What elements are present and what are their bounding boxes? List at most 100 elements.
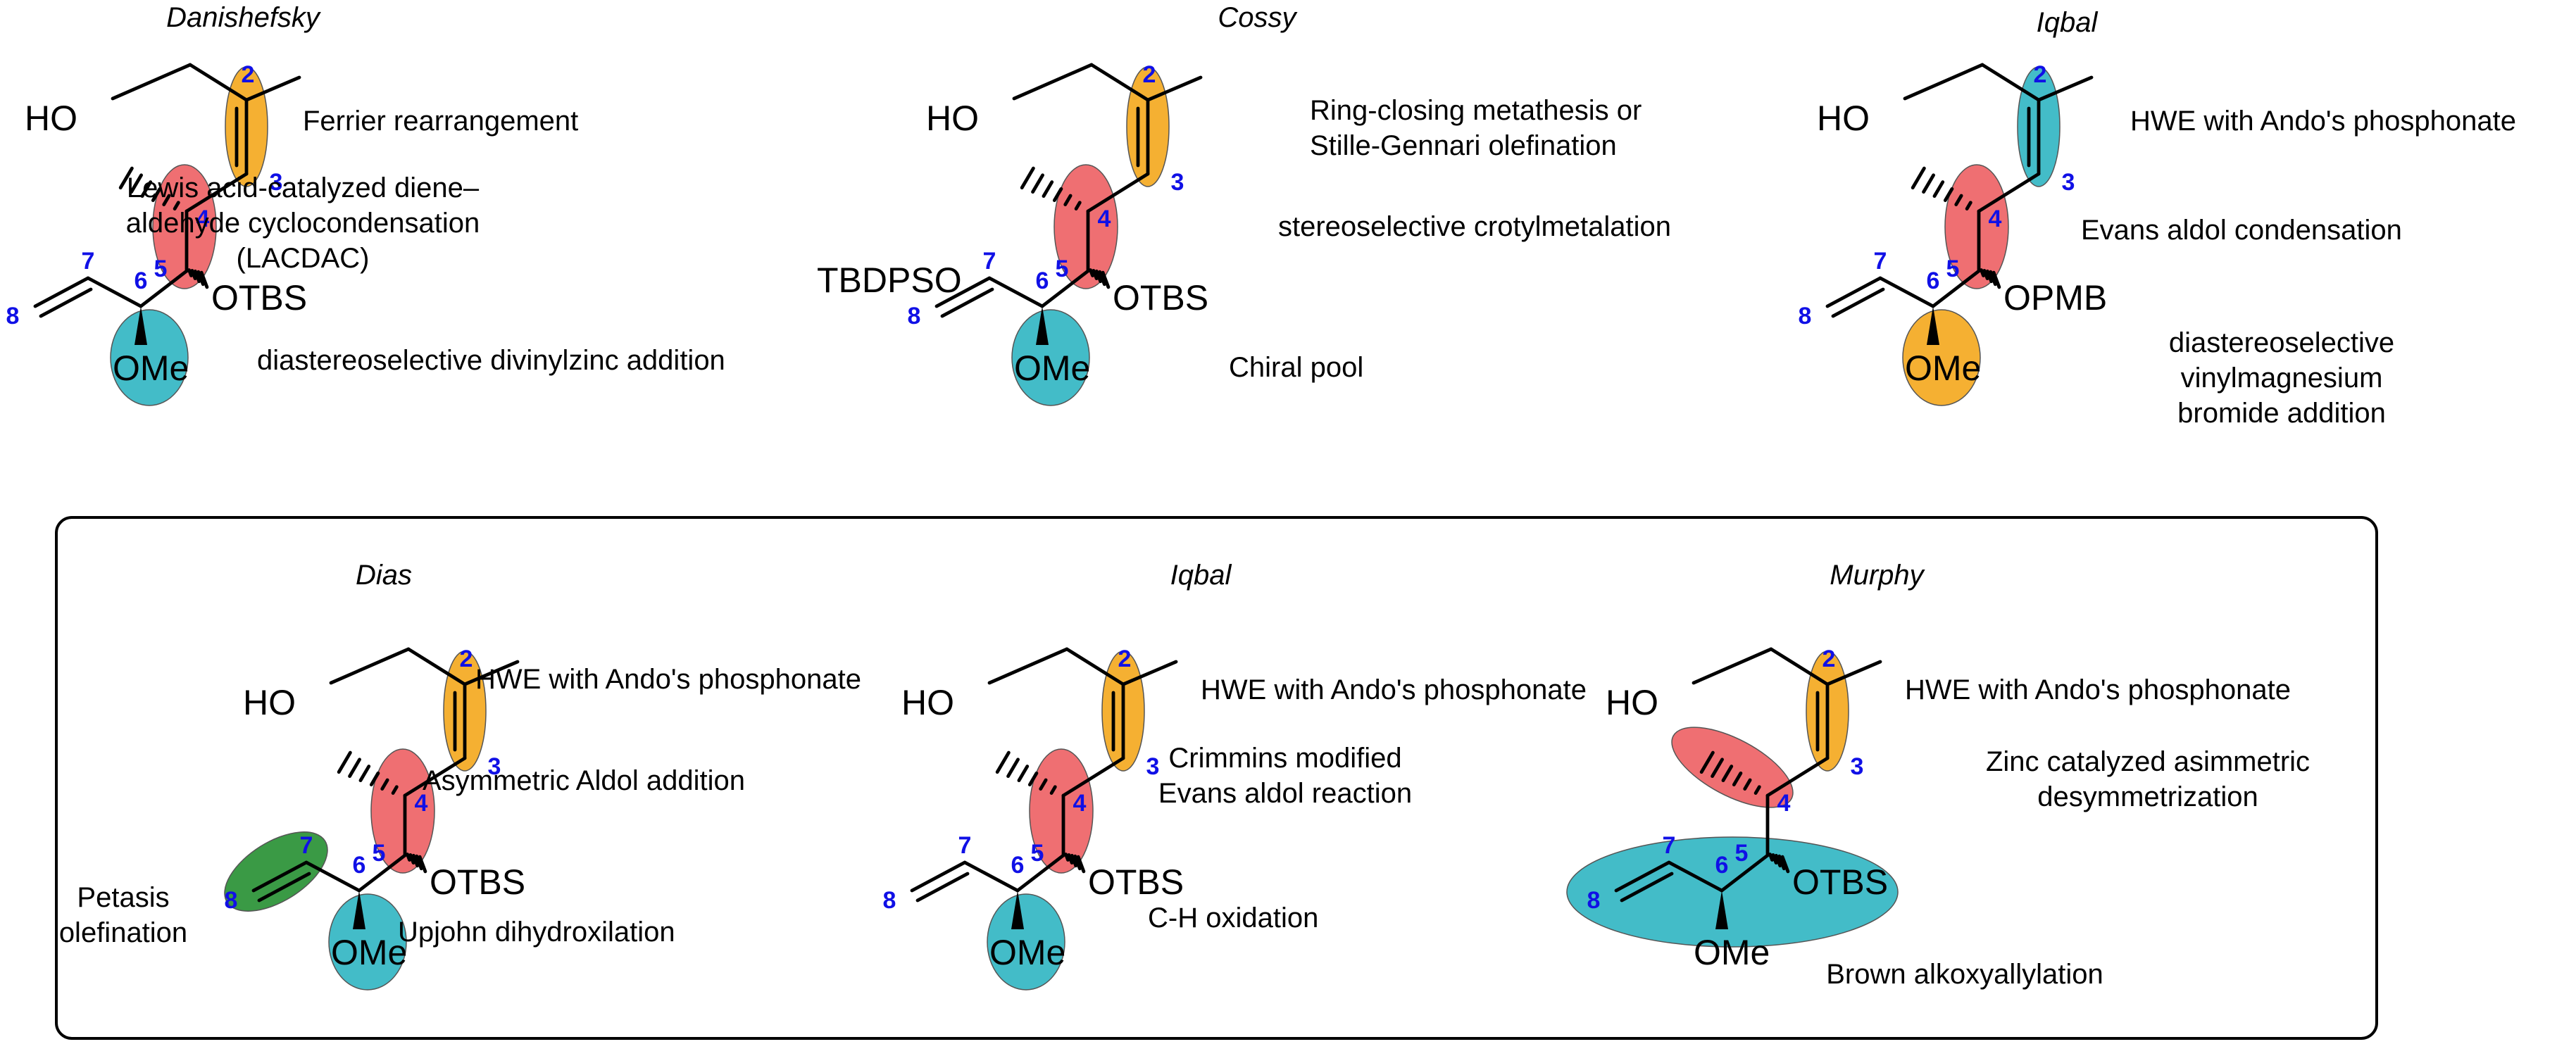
silyl-ether-label: OTBS [211, 278, 307, 318]
method-note: Ring-closing metathesis or [1310, 95, 1642, 126]
hydroxyl-label: HO [901, 683, 954, 722]
hash-oxygen-stroke [1089, 268, 1094, 277]
atom-number: 5 [1056, 256, 1069, 282]
methoxy-label: OMe [1694, 933, 1770, 972]
bond-c2-methyl [1121, 660, 1178, 686]
bond-c7-c8-double [1620, 872, 1674, 903]
method-note: Asymmetric Aldol addition [423, 765, 745, 796]
bond-ch2-c2 [1769, 647, 1830, 686]
atom-number: 5 [1735, 840, 1749, 867]
hydroxyl-label: HO [926, 99, 979, 138]
atom-number: 6 [353, 852, 366, 879]
hash-methyl-stroke [1027, 771, 1039, 786]
bond-c3-c4 [1086, 172, 1150, 213]
hash-methyl-stroke [1711, 758, 1724, 779]
atom-number: 4 [1098, 206, 1111, 232]
wedge-bond-methoxy [1715, 891, 1728, 929]
bond-c6-c7 [963, 860, 1020, 893]
method-note: Lewis acid-catalyzed diene– [127, 172, 480, 203]
hash-methyl-stroke [358, 765, 371, 783]
bond-c5-c6 [139, 269, 189, 308]
bond-c5-c6 [1931, 269, 1981, 308]
method-note: HWE with Ando's phosphonate [1201, 674, 1587, 705]
bond-c7-c8 [1825, 276, 1882, 308]
atom-number: 3 [1171, 169, 1184, 196]
wedge-bond-methoxy [1036, 306, 1049, 345]
atom-number: 5 [154, 256, 168, 282]
hash-methyl-stroke [1965, 201, 1972, 210]
author-label: Dias [356, 560, 412, 591]
hash-oxygen-stroke [1098, 270, 1106, 287]
hash-oxygen-stroke [1780, 855, 1790, 874]
hash-methyl-stroke [1911, 166, 1926, 190]
bond-o-ch2 [1692, 647, 1773, 685]
hash-methyl-stroke [1732, 771, 1743, 786]
method-note: olefination [59, 917, 187, 948]
method-note: Brown alkoxyallylation [1826, 959, 2103, 990]
atom-number: 8 [908, 303, 921, 329]
hash-oxygen-stroke [1076, 855, 1086, 874]
atom-number: 3 [270, 169, 283, 196]
bond-c3-c4 [1977, 172, 2041, 213]
method-note: desymmetrization [2037, 781, 2258, 812]
hash-methyl-stroke [337, 750, 352, 774]
atom-number: 5 [1946, 256, 1960, 282]
hash-oxygen-stroke [1101, 270, 1111, 289]
atom-number: 8 [225, 887, 238, 914]
hash-methyl-stroke [1743, 778, 1752, 791]
silyl-ether-label: OTBS [1088, 862, 1184, 902]
atom-number: 3 [2062, 169, 2075, 196]
hash-oxygen-stroke [1982, 268, 1989, 281]
wedge-bond-methoxy [1927, 306, 1939, 345]
atom-number: 2 [2034, 61, 2047, 88]
hash-methyl-stroke [1049, 785, 1057, 795]
hash-methyl-stroke [140, 180, 153, 199]
method-note: Ferrier rearrangement [303, 106, 578, 137]
hash-methyl-stroke [391, 785, 399, 795]
atom-number: 8 [1799, 303, 1812, 329]
hash-oxygen-stroke [1771, 853, 1778, 865]
atom-number: 6 [1036, 268, 1049, 294]
methoxy-label: OMe [989, 933, 1065, 972]
bond-c5-c6 [1015, 853, 1065, 893]
bond-c3-c4 [185, 172, 249, 213]
wedge-bond-methoxy [135, 306, 147, 345]
hash-methyl-stroke [173, 201, 180, 210]
bond-o-ch2 [329, 647, 411, 685]
hash-methyl-stroke [1020, 166, 1035, 190]
method-note: (LACDAC) [237, 243, 370, 274]
bond-c7-c8 [1614, 860, 1671, 893]
silyl-ether-label: OPMB [2003, 278, 2107, 318]
hash-oxygen-stroke [406, 853, 411, 862]
atom-number: 7 [1663, 832, 1676, 859]
method-note: bromide addition [2177, 398, 2386, 429]
hash-oxygen-stroke [1067, 853, 1074, 865]
hash-methyl-stroke [1063, 194, 1073, 206]
atom-number: 2 [1822, 646, 1836, 672]
hash-methyl-stroke [118, 166, 134, 190]
hash-methyl-stroke [995, 750, 1011, 774]
bond-o-ch2 [111, 63, 192, 101]
hash-oxygen-stroke [1064, 853, 1070, 862]
bond-c3-c4 [1765, 756, 1830, 798]
hash-methyl-stroke [1031, 173, 1044, 194]
bond-c5-c6 [357, 853, 407, 893]
bond-c6-c7 [86, 276, 143, 308]
hash-oxygen-stroke [187, 268, 193, 277]
author-label: Danishefsky [166, 2, 322, 33]
author-label: Cossy [1218, 2, 1298, 33]
bond-c7-c8-double [940, 287, 994, 318]
method-note: diastereoselective divinylzinc addition [257, 345, 725, 376]
method-note: Evans aldol condensation [2081, 215, 2402, 246]
highlight-c6 [1902, 309, 1981, 406]
hash-oxygen-stroke [1774, 853, 1782, 868]
hash-methyl-stroke [1074, 201, 1082, 210]
atom-number: 3 [1146, 753, 1160, 780]
atom-number: 6 [135, 268, 148, 294]
hash-oxygen-stroke [193, 269, 201, 284]
highlight-c6 [328, 893, 407, 991]
